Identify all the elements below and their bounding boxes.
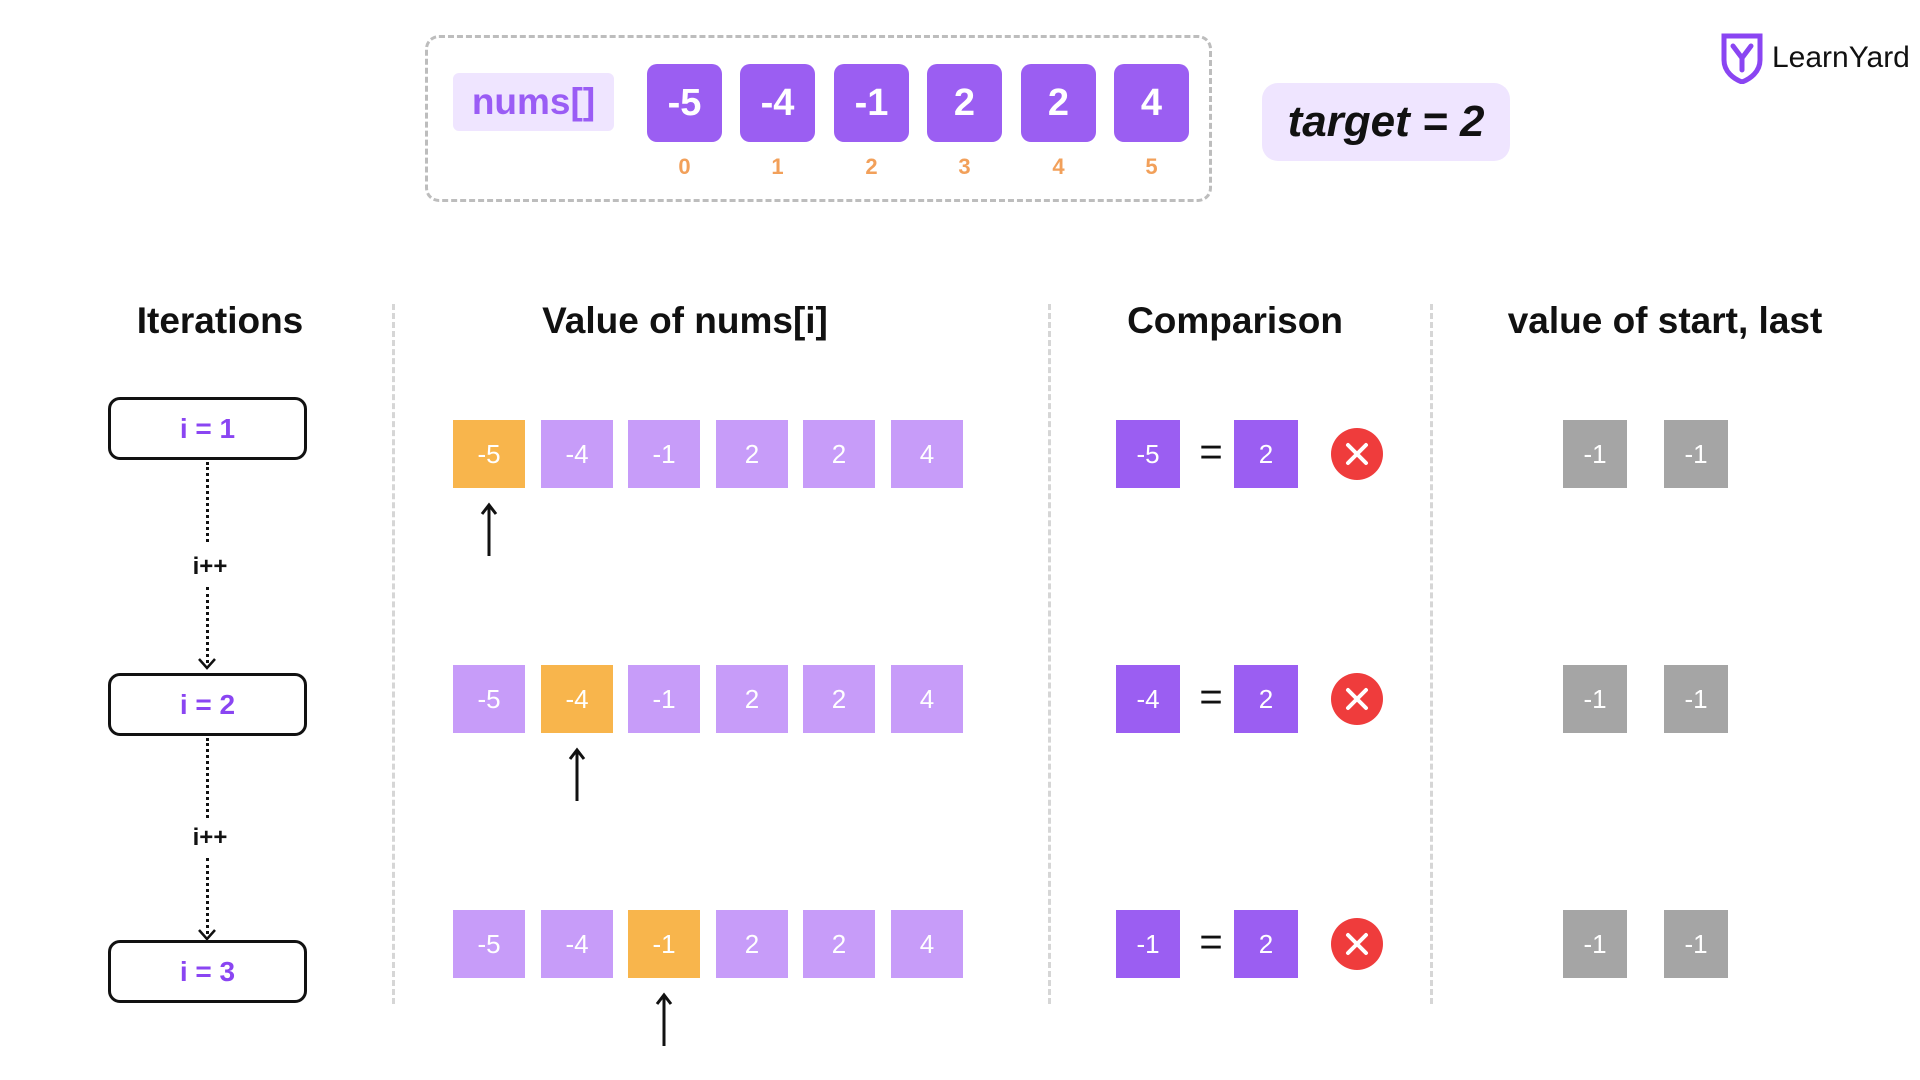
array-cell: 4 bbox=[1114, 64, 1189, 142]
logo-text: LearnYard bbox=[1772, 41, 1910, 74]
red-x-icon bbox=[1331, 918, 1383, 970]
array-cell: 2 bbox=[927, 64, 1002, 142]
array-cell: -5 bbox=[647, 64, 722, 142]
equals-sign: = bbox=[1199, 675, 1223, 719]
shield-y-icon bbox=[1721, 33, 1763, 84]
array-cell: 2 bbox=[803, 665, 875, 733]
array-cell: -1 bbox=[628, 665, 700, 733]
pointer-arrow-icon bbox=[480, 502, 498, 556]
array-cell: 2 bbox=[803, 420, 875, 488]
array-index: 0 bbox=[678, 154, 691, 179]
array-index: 4 bbox=[1052, 154, 1065, 179]
increment-label: i++ bbox=[192, 824, 228, 851]
header-values: Value of nums[i] bbox=[542, 300, 828, 341]
current-cell: -1 bbox=[628, 910, 700, 978]
array-label: nums[] bbox=[453, 73, 614, 131]
target-value: 2 bbox=[1234, 910, 1298, 978]
target-value: 2 bbox=[1234, 665, 1298, 733]
array-cell: -5 bbox=[453, 910, 525, 978]
column-divider bbox=[1048, 304, 1051, 1004]
last-value: -1 bbox=[1664, 665, 1728, 733]
red-x-icon bbox=[1331, 673, 1383, 725]
header-comparison: Comparison bbox=[1127, 300, 1343, 341]
compare-value: -1 bbox=[1116, 910, 1180, 978]
last-value: -1 bbox=[1664, 910, 1728, 978]
array-cell: 2 bbox=[716, 910, 788, 978]
dotted-connector bbox=[206, 858, 209, 934]
array-cell: -1 bbox=[628, 420, 700, 488]
arrow-down-icon bbox=[198, 658, 216, 670]
column-divider bbox=[1430, 304, 1433, 1004]
increment-label: i++ bbox=[192, 553, 228, 580]
arrow-down-icon bbox=[198, 929, 216, 941]
dotted-connector bbox=[206, 462, 209, 542]
last-value: -1 bbox=[1664, 420, 1728, 488]
red-x-icon bbox=[1331, 428, 1383, 480]
equals-sign: = bbox=[1199, 920, 1223, 964]
iteration-box: i = 3 bbox=[108, 940, 307, 1003]
array-cell: 2 bbox=[803, 910, 875, 978]
array-cell: 4 bbox=[891, 910, 963, 978]
array-cell: 2 bbox=[716, 665, 788, 733]
compare-value: -5 bbox=[1116, 420, 1180, 488]
array-cell: 2 bbox=[1021, 64, 1096, 142]
target-value: 2 bbox=[1234, 420, 1298, 488]
header-iterations: Iterations bbox=[136, 300, 304, 341]
pointer-arrow-icon bbox=[655, 992, 673, 1046]
current-cell: -4 bbox=[541, 665, 613, 733]
array-cell: 4 bbox=[891, 420, 963, 488]
current-cell: -5 bbox=[453, 420, 525, 488]
dotted-connector bbox=[206, 587, 209, 663]
array-cell: 4 bbox=[891, 665, 963, 733]
array-cell: -4 bbox=[541, 420, 613, 488]
compare-value: -4 bbox=[1116, 665, 1180, 733]
iteration-box: i = 1 bbox=[108, 397, 307, 460]
array-index: 5 bbox=[1145, 154, 1158, 179]
array-cell: -5 bbox=[453, 665, 525, 733]
header-start-last: value of start, last bbox=[1507, 300, 1823, 341]
array-cell: -4 bbox=[740, 64, 815, 142]
target-label: target = 2 bbox=[1262, 83, 1510, 161]
array-cell: -1 bbox=[834, 64, 909, 142]
array-index: 2 bbox=[865, 154, 878, 179]
start-value: -1 bbox=[1563, 420, 1627, 488]
iteration-box: i = 2 bbox=[108, 673, 307, 736]
array-panel bbox=[425, 35, 1212, 202]
equals-sign: = bbox=[1199, 430, 1223, 474]
dotted-connector bbox=[206, 738, 209, 818]
pointer-arrow-icon bbox=[568, 747, 586, 801]
start-value: -1 bbox=[1563, 910, 1627, 978]
logo: LearnYard bbox=[1720, 32, 1910, 84]
start-value: -1 bbox=[1563, 665, 1627, 733]
array-index: 3 bbox=[958, 154, 971, 179]
array-index: 1 bbox=[771, 154, 784, 179]
array-cell: 2 bbox=[716, 420, 788, 488]
array-cell: -4 bbox=[541, 910, 613, 978]
column-divider bbox=[392, 304, 395, 1004]
